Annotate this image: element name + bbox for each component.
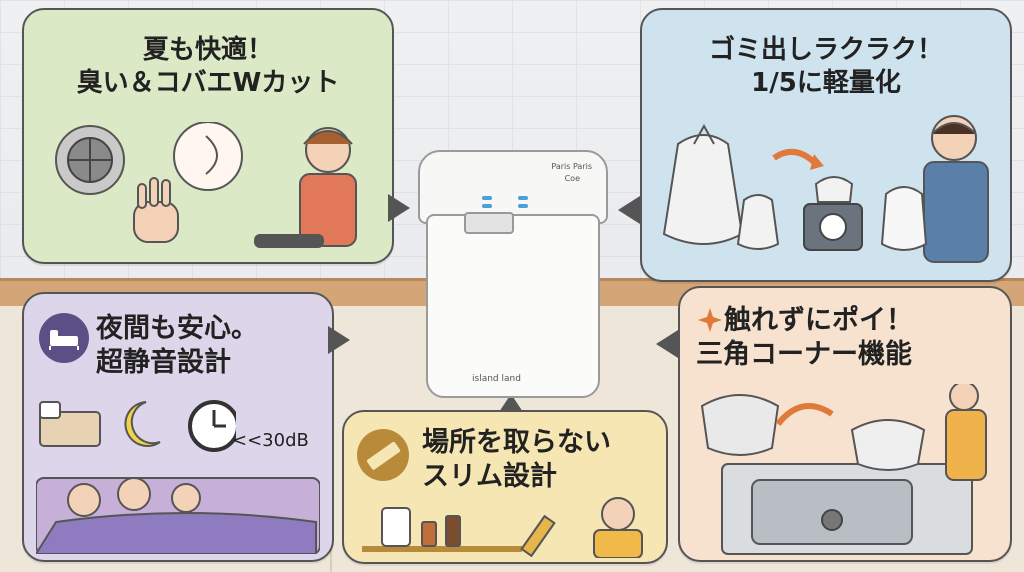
basket-with-scraps-icon — [850, 419, 926, 471]
quiet-title-line2: 超静音設計 — [96, 346, 231, 378]
quiet-icons — [39, 400, 236, 452]
alarm-clock-icon — [188, 400, 236, 452]
control-panel — [478, 192, 548, 214]
quiet-bubble-tail — [328, 326, 350, 354]
family-sleeping-illustration — [36, 477, 320, 554]
lid-handle — [464, 212, 514, 234]
slim-bubble-tail — [499, 394, 523, 412]
weight-title: ゴミ出しラクラク！ 1/5に軽量化 — [642, 34, 1010, 99]
large-trash-bag-icon — [662, 123, 744, 245]
smell-bubble-tail — [388, 194, 410, 222]
corner-title-line2: 三角コーナー機能 — [696, 338, 912, 370]
quiet-title-line1: 夜間も安心。 — [96, 313, 258, 344]
quiet-feature-bubble: 夜間も安心。 超静音設計 <<30dB — [22, 292, 334, 562]
product-logo: island land — [472, 374, 521, 384]
corner-bubble-tail — [656, 330, 678, 358]
moon-icon — [124, 401, 161, 447]
ruler-icon — [520, 514, 556, 558]
man-holding-bag-icon — [880, 115, 989, 263]
product-brand-name: Paris Paris — [551, 162, 592, 171]
scale-icon — [803, 176, 863, 251]
drain-icon — [55, 125, 125, 195]
slim-title-line2: スリム設計 — [422, 460, 557, 492]
slim-title: 場所を取らない スリム設計 — [422, 426, 611, 494]
smell-title-line2: 臭い＆コバエWカット — [76, 67, 340, 98]
indicator-led — [518, 196, 528, 200]
indicator-led — [482, 196, 492, 200]
smell-feature-bubble: 夏も快適！ 臭い＆コバエWカット — [22, 8, 394, 264]
nose-icon — [173, 122, 243, 191]
ruler-badge-icon — [357, 429, 409, 481]
woman-cooking-icon — [254, 127, 357, 248]
bed-icon — [39, 401, 101, 447]
indicator-led — [482, 204, 492, 208]
weight-title-line2: 1/5に軽量化 — [751, 67, 901, 98]
smell-title: 夏も快適！ 臭い＆コバエWカット — [24, 34, 392, 99]
noise-level-label: <<30dB — [232, 430, 309, 451]
product-brand-sub: Coe — [564, 174, 580, 183]
slim-title-line1: 場所を取らない — [422, 427, 611, 458]
arrow-icon — [772, 149, 824, 170]
weight-bubble-tail — [618, 196, 640, 224]
sink-drain-icon — [821, 509, 843, 531]
small-trash-bag-icon — [736, 194, 780, 250]
indicator-led — [518, 204, 528, 208]
weight-title-line1: ゴミ出しラクラク！ — [708, 35, 943, 65]
sink-illustration — [700, 384, 987, 555]
hand-icon — [133, 177, 179, 243]
corner-title: 触れずにポイ！ 三角コーナー機能 — [696, 304, 913, 372]
corner-feature-bubble: 触れずにポイ！ 三角コーナー機能 — [678, 286, 1012, 562]
smell-illustration — [55, 122, 357, 248]
bed-badge-icon — [39, 313, 89, 363]
smell-title-line1: 夏も快適！ — [142, 35, 273, 65]
weight-feature-bubble: ゴミ出しラクラク！ 1/5に軽量化 — [640, 8, 1012, 282]
quiet-title: 夜間も安心。 超静音設計 — [96, 312, 258, 380]
slim-feature-bubble: 場所を取らない スリム設計 — [342, 410, 668, 564]
strainer-basket-icon — [700, 394, 780, 456]
garbage-processor-product: Paris Paris Coe island land — [418, 150, 608, 398]
slim-illustration — [362, 497, 643, 558]
corner-title-line1: 触れずにポイ！ — [724, 305, 913, 336]
sparkle-icon — [698, 308, 722, 332]
weight-illustration — [662, 115, 989, 263]
product-body: island land — [426, 214, 600, 398]
product-lid: Paris Paris Coe — [418, 150, 608, 224]
